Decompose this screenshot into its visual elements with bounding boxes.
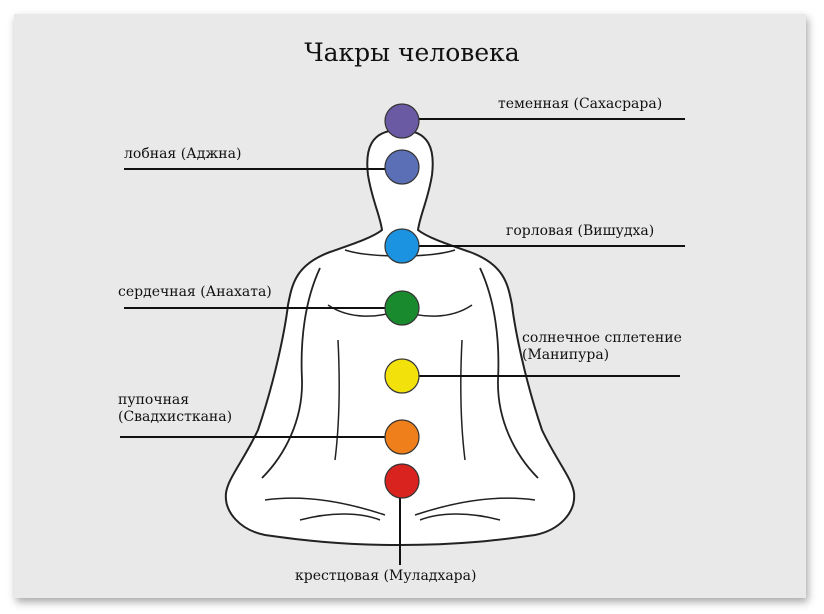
chakra-label-manipura-line2: (Манипура) <box>522 347 610 363</box>
diagram-title: Чакры человека <box>304 38 520 67</box>
chakra-circle-anahata <box>384 290 420 326</box>
chakra-circle-muladhara <box>384 463 420 499</box>
chakra-circle-ajna <box>384 149 420 185</box>
chakra-label-sahasrara: теменная (Сахасрара) <box>498 96 663 112</box>
chakra-circle-manipura <box>384 358 420 394</box>
chakra-circle-sahasrara <box>384 103 420 139</box>
torso-line <box>334 339 466 461</box>
chakra-label-muladhara: крестцовая (Муладхара) <box>295 568 477 584</box>
chakra-label-manipura: солнечное сплетение (Манипура) <box>522 330 682 364</box>
legs-line <box>264 497 536 521</box>
chakra-label-svadhisthana-line2: (Свадхисткана) <box>118 409 233 425</box>
chakra-label-svadhisthana-line1: пупочная <box>118 392 190 408</box>
chakra-circle-vishuddha <box>384 228 420 264</box>
chakra-label-svadhisthana: пупочная (Свадхисткана) <box>118 392 232 426</box>
chakra-circle-svadhisthana <box>384 419 420 455</box>
right-arm-line <box>479 267 539 479</box>
chakra-label-anahata: сердечная (Анахата) <box>118 284 272 300</box>
chakra-label-vishuddha: горловая (Вишудха) <box>506 223 655 239</box>
chakra-label-ajna: лобная (Аджна) <box>124 146 242 162</box>
left-arm-line <box>261 267 321 479</box>
chakra-label-manipura-line1: солнечное сплетение <box>522 330 682 346</box>
